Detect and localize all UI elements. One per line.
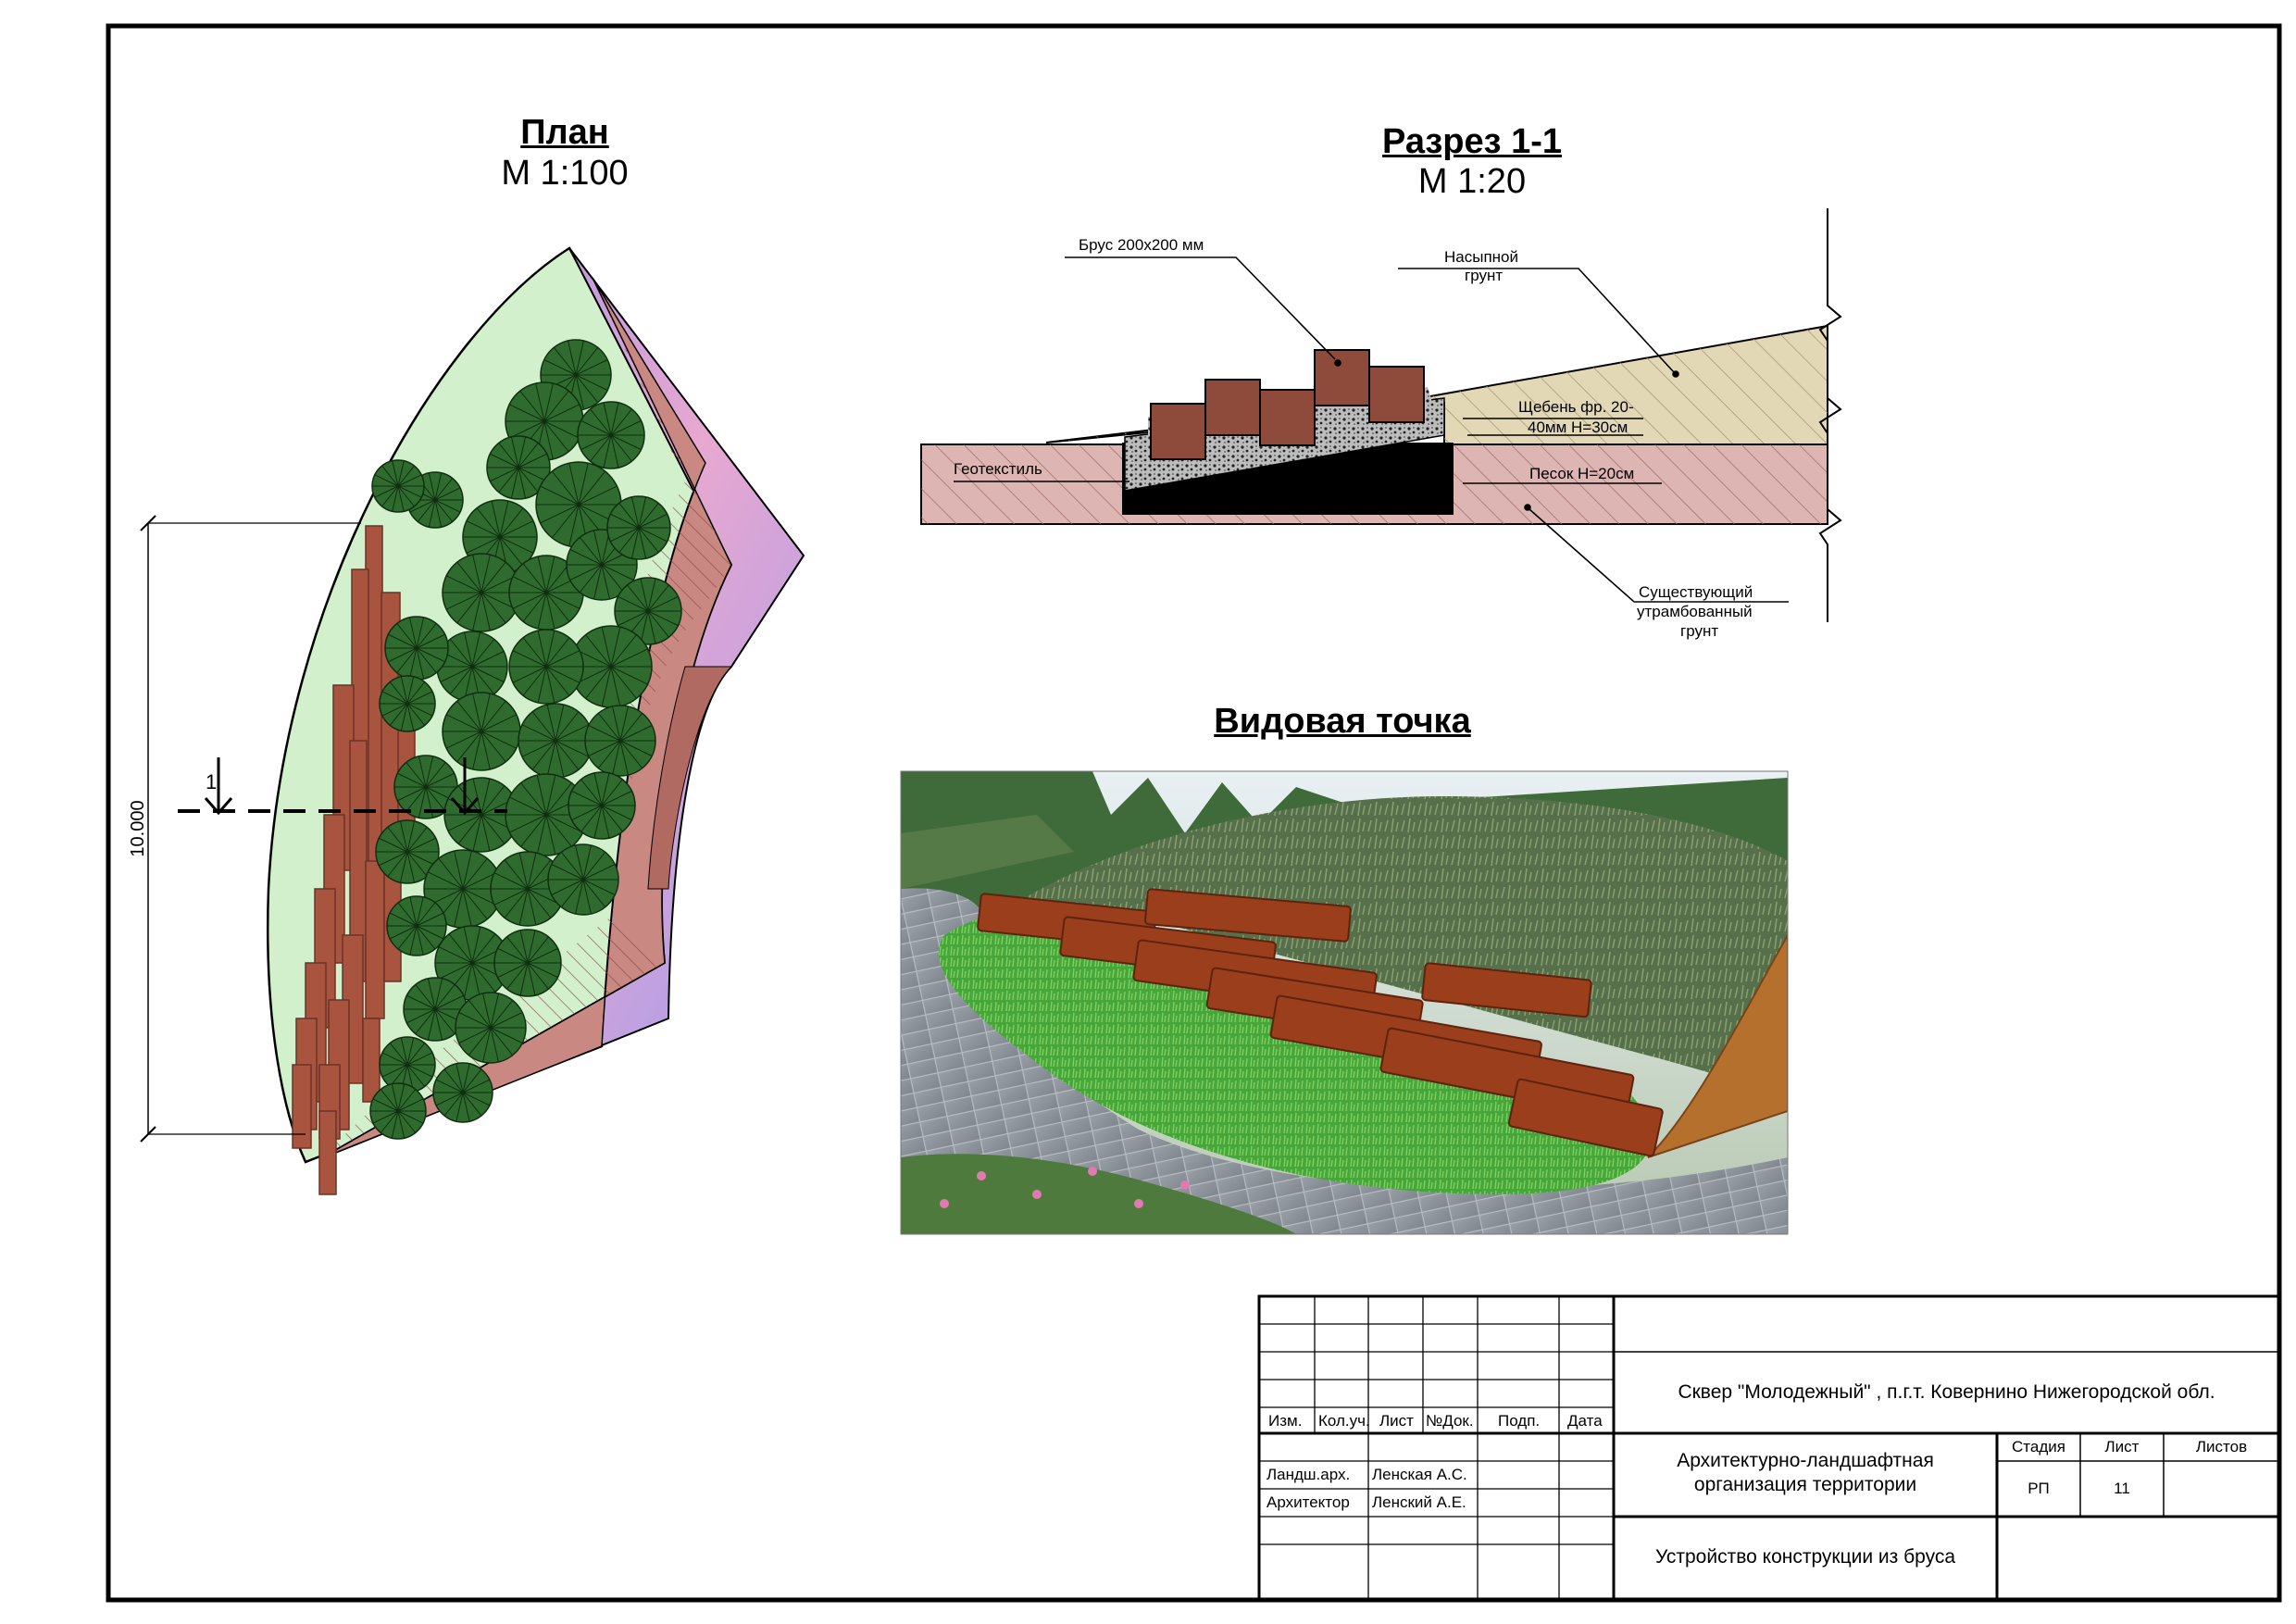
tb-sheets-label: Листов (2195, 1438, 2248, 1455)
tb-header-izm: Изм. (1268, 1412, 1303, 1430)
tb-stage-label: Стадия (2012, 1438, 2065, 1455)
tb-header-ndok: №Док. (1426, 1412, 1474, 1430)
view-render (900, 770, 1789, 1235)
tb-section-title-1: Архитектурно-ландшафтная (1677, 1450, 1934, 1471)
tb-drawing-title: Устройство конструкции из бруса (1654, 1546, 1956, 1568)
section-scale: М 1:20 (1417, 162, 1527, 201)
tb-header-data: Дата (1567, 1412, 1603, 1430)
existing-soil-label-2: утрамбованный (1637, 603, 1753, 620)
tb-section-title-2: организация территории (1693, 1474, 1917, 1495)
tb-name-2: Ленский А.Е. (1372, 1493, 1466, 1511)
gravel-label-1: Щебень фр. 20- (1518, 398, 1634, 416)
tb-project: Сквер "Молодежный" , п.г.т. Ковернино Ни… (1678, 1381, 2215, 1403)
plan-dimension: 10.000 (128, 800, 148, 856)
sand-label: Песок Н=20см (1529, 465, 1635, 482)
tb-name-1: Ленская А.С. (1372, 1466, 1467, 1483)
section-drawing (920, 208, 1842, 622)
tb-role-1: Ландш.арх. (1267, 1466, 1351, 1483)
plan-title: План (520, 113, 609, 152)
section-mark-label: 1 (206, 770, 217, 793)
view-title: Видовая точка (1214, 702, 1471, 741)
break-line (1818, 208, 1842, 622)
tb-role-2: Архитектор (1267, 1493, 1350, 1511)
section-beams (1150, 349, 1425, 460)
title-block (1257, 1294, 2281, 1602)
sheet-border (106, 23, 2282, 1603)
tb-header-list: Лист (1379, 1412, 1414, 1430)
render-beams (977, 888, 1664, 1157)
tb-header-podp: Подп. (1498, 1412, 1541, 1430)
tb-stage-value: РП (2028, 1480, 2050, 1497)
plan-shrubs (369, 339, 682, 1140)
fill-soil-label-1: Насыпной (1444, 248, 1518, 266)
existing-soil-label-3: грунт (1680, 622, 1719, 640)
tb-sheet-value: 11 (2114, 1480, 2130, 1497)
tb-sheet-label: Лист (2104, 1438, 2140, 1455)
tb-header-kol: Кол.уч. (1318, 1412, 1370, 1430)
plan-beams (292, 525, 416, 1195)
existing-soil-label-1: Существующий (1639, 583, 1753, 601)
plan-scale: М 1:100 (501, 154, 629, 193)
plan-drawing: 10.000 1 (128, 246, 805, 1195)
fill-soil-label-2: грунт (1465, 267, 1504, 284)
geotextile-label: Геотекстиль (954, 460, 1042, 478)
section-title: Разрез 1-1 (1381, 122, 1563, 161)
gravel-label-2: 40мм Н=30см (1528, 418, 1628, 436)
beam-label: Брус 200х200 мм (1079, 236, 1204, 254)
